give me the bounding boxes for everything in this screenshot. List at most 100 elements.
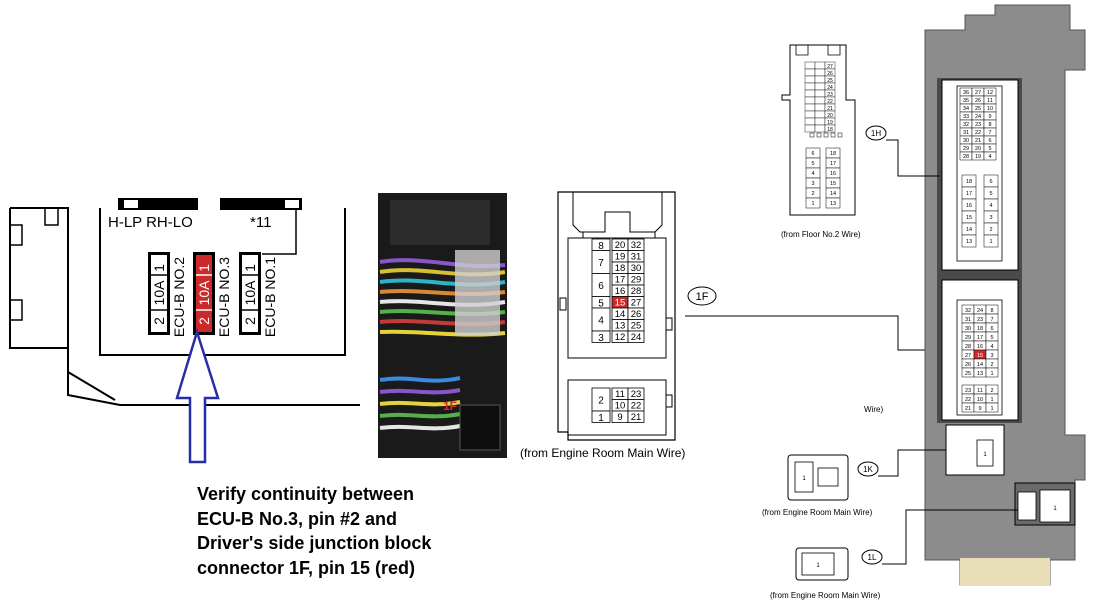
svg-text:23: 23 — [977, 317, 983, 323]
floor-pin: 26 — [827, 71, 833, 77]
floor-pin: 1 — [811, 201, 814, 207]
svg-text:13: 13 — [615, 321, 626, 332]
jb-pin-29: 29 — [961, 331, 975, 342]
svg-text:6: 6 — [598, 281, 604, 292]
pin-23: 23 — [627, 387, 645, 400]
jb-pin-small: 1 — [1053, 506, 1057, 512]
svg-text:7: 7 — [598, 258, 604, 269]
svg-text:24: 24 — [977, 308, 983, 314]
jb-pin-13: 13 — [973, 367, 987, 378]
svg-text:31: 31 — [631, 252, 642, 263]
jb-pin-6: 6 — [983, 174, 999, 188]
svg-text:23: 23 — [965, 388, 971, 394]
pin-12: 12 — [611, 330, 629, 343]
svg-text:31: 31 — [965, 317, 971, 323]
svg-text:24: 24 — [975, 114, 981, 120]
pin-6: 6 — [591, 273, 611, 297]
fuse-rating: 10A — [151, 280, 167, 306]
pin-30: 30 — [627, 261, 645, 274]
pin-28: 28 — [627, 284, 645, 297]
jb-pin-29: 29 — [959, 143, 973, 153]
pin-27: 27 — [627, 296, 645, 309]
svg-text:1L: 1L — [868, 553, 877, 562]
jb-pin-19: 19 — [971, 151, 985, 161]
fuse-name: ECU-B NO.2 — [171, 257, 187, 337]
note-line: ECU-B No.3, pin #2 and — [197, 508, 398, 529]
svg-text:1F: 1F — [696, 291, 709, 303]
jb-pin-2: 2 — [985, 358, 999, 369]
floor-pin: 23 — [827, 92, 833, 98]
photo-connector-label: 1F — [443, 399, 457, 413]
svg-text:12: 12 — [987, 90, 993, 96]
jb-pin-20: 20 — [971, 143, 985, 153]
svg-text:3: 3 — [990, 353, 993, 359]
svg-text:22: 22 — [975, 130, 981, 136]
pin-32: 32 — [627, 238, 645, 251]
jb-pin-21: 21 — [961, 402, 975, 413]
jb-pin-9: 9 — [983, 111, 997, 121]
svg-text:8: 8 — [990, 308, 993, 314]
svg-text:21: 21 — [975, 138, 981, 144]
svg-text:24: 24 — [631, 332, 642, 343]
svg-text:17: 17 — [615, 275, 626, 286]
fuse-pin-top: 1 — [242, 264, 258, 272]
svg-text:16: 16 — [615, 286, 626, 297]
svg-text:10: 10 — [987, 106, 993, 112]
jb-pin-1: 1 — [983, 234, 999, 248]
svg-text:26: 26 — [631, 309, 642, 320]
tag-1k: 1K — [857, 461, 879, 477]
jb-pin-26: 26 — [961, 358, 975, 369]
jb-pin-6: 6 — [983, 135, 997, 145]
svg-text:32: 32 — [965, 308, 971, 314]
jb-pin-2: 2 — [985, 384, 999, 395]
floor-pin: 27 — [827, 64, 833, 70]
partial-fuse-right — [220, 198, 302, 210]
svg-text:2: 2 — [598, 396, 604, 407]
jb-pin-24: 24 — [973, 304, 987, 315]
svg-text:7: 7 — [990, 317, 993, 323]
svg-text:13: 13 — [977, 371, 983, 377]
floor-pin: 20 — [827, 113, 833, 119]
svg-text:6: 6 — [989, 179, 992, 185]
jb-pin-11: 11 — [983, 95, 997, 105]
pin-22: 22 — [627, 399, 645, 412]
floor-connector-caption: (from Floor No.2 Wire) — [781, 230, 861, 239]
jb-pin-4: 4 — [983, 151, 997, 161]
pin-19: 19 — [611, 250, 629, 263]
jb-pin-14: 14 — [973, 358, 987, 369]
pin-8: 8 — [591, 238, 611, 252]
jb-pin-32: 32 — [959, 119, 973, 129]
svg-text:15: 15 — [977, 353, 983, 359]
jb-pin-4: 4 — [985, 340, 999, 351]
floor-pin: 2 — [811, 191, 814, 197]
svg-text:1: 1 — [990, 397, 993, 403]
svg-text:1K: 1K — [863, 465, 873, 474]
svg-text:22: 22 — [965, 397, 971, 403]
svg-text:18: 18 — [977, 326, 983, 332]
pin-13: 13 — [611, 319, 629, 332]
svg-text:36: 36 — [963, 90, 969, 96]
svg-text:34: 34 — [963, 106, 969, 112]
partial-fuse-left — [118, 198, 198, 210]
pin-20: 20 — [611, 238, 629, 251]
jb-pin-2: 2 — [983, 222, 999, 236]
svg-text:20: 20 — [615, 240, 626, 251]
svg-text:25: 25 — [965, 371, 971, 377]
fuse-pin-top: 1 — [151, 264, 167, 272]
svg-text:1: 1 — [598, 413, 604, 424]
connector-1l: 1 — [795, 547, 849, 581]
jb-pin-34: 34 — [959, 103, 973, 113]
svg-text:29: 29 — [965, 335, 971, 341]
svg-text:28: 28 — [963, 154, 969, 160]
svg-text:1: 1 — [990, 406, 993, 412]
jb-pin-24: 24 — [971, 111, 985, 121]
svg-text:9: 9 — [617, 412, 622, 423]
svg-text:1: 1 — [989, 239, 992, 245]
svg-text:11: 11 — [987, 98, 993, 104]
pin-10: 10 — [611, 399, 629, 412]
jb-pin-5: 5 — [985, 331, 999, 342]
svg-text:25: 25 — [631, 321, 642, 332]
pin-25: 25 — [627, 319, 645, 332]
